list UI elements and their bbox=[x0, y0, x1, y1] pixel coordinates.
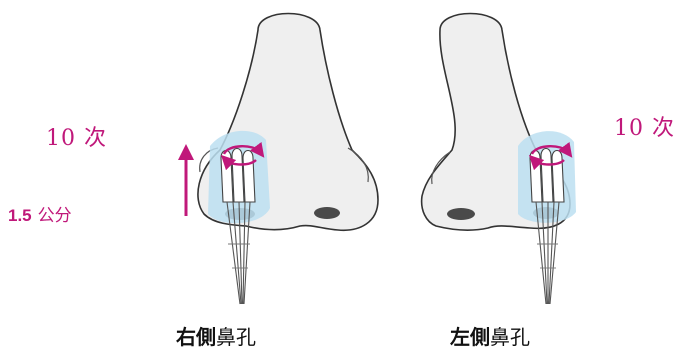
rotation-count-left: 10 次 bbox=[614, 110, 675, 142]
swab-left-icon bbox=[518, 131, 576, 304]
caption-left-side: 左側 bbox=[450, 325, 490, 349]
caption-left-nostril: 左側鼻孔 bbox=[450, 321, 530, 350]
caption-right-nostril-word: 鼻孔 bbox=[216, 325, 256, 349]
rotation-count-right: 10 次 bbox=[46, 120, 107, 152]
nostril-icon bbox=[314, 207, 340, 219]
insertion-depth-value: 1.5 bbox=[8, 206, 32, 225]
nostril-icon bbox=[447, 208, 475, 220]
caption-left-nostril-word: 鼻孔 bbox=[490, 325, 530, 349]
swab-right-icon bbox=[208, 131, 270, 304]
caption-right-nostril: 右側鼻孔 bbox=[176, 321, 256, 350]
caption-right-side: 右側 bbox=[176, 325, 216, 349]
insertion-depth-label: 1.5 公分 bbox=[8, 201, 72, 226]
insertion-depth-unit: 公分 bbox=[38, 206, 72, 226]
up-arrow-icon bbox=[178, 144, 194, 216]
